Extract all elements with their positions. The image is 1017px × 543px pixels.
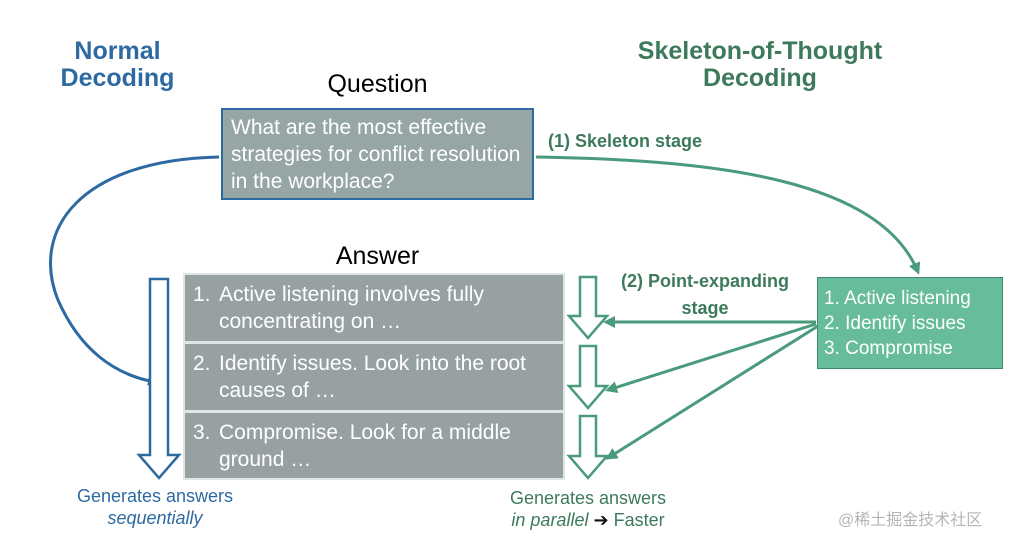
parallel-down-arrow-2 <box>566 344 610 410</box>
skeleton-stage-curve-arrow <box>535 155 921 275</box>
sot-caption-line2: in parallel ➔ Faster <box>478 509 698 531</box>
sot-caption-line1: Generates answers <box>509 488 667 508</box>
skeleton-item-3: 3. Compromise <box>824 338 953 359</box>
normal-decoding-curve-arrow <box>49 155 220 386</box>
skeleton-stage-label: (1) Skeleton stage <box>548 131 703 151</box>
parallel-down-arrow-3 <box>566 414 610 480</box>
answer-row-text-cont: concentrating on … <box>219 310 402 333</box>
point-stage-line2: stage <box>681 298 729 318</box>
parallel-down-arrow-1 <box>566 275 610 340</box>
arrow-right-icon: ➔ <box>593 510 609 530</box>
answer-row-text: Compromise. Look for a middle <box>219 421 511 444</box>
expand-arrow-3 <box>605 324 819 460</box>
answer-row-3: 3. Compromise. Look for a middle ground … <box>183 411 565 480</box>
normal-caption-line2: sequentially <box>107 508 203 528</box>
answer-row-1: 1. Active listening involves fully concen… <box>183 273 565 343</box>
answer-row-text-cont: causes of … <box>219 379 336 402</box>
answer-row-number: 1. <box>193 283 211 306</box>
answer-row-text: Identify issues. Look into the root <box>219 352 527 375</box>
normal-caption: Generates answers sequentially <box>55 485 255 529</box>
sot-title-line2: Decoding <box>703 64 817 92</box>
answer-row-text-cont: ground … <box>219 448 312 471</box>
sot-caption: Generates answers in parallel ➔ Faster <box>478 487 698 531</box>
answer-row-number: 3. <box>193 421 211 444</box>
normal-title-line1: Normal <box>74 37 161 65</box>
sot-decoding-title: Skeleton-of-Thought Decoding <box>610 38 910 92</box>
skeleton-item-2: 2. Identify issues <box>824 313 966 334</box>
skeleton-item-1: 1. Active listening <box>824 288 971 309</box>
sequential-down-arrow <box>136 277 182 480</box>
answer-box: 1. Active listening involves fully concen… <box>183 273 565 480</box>
question-label: Question <box>327 70 428 98</box>
point-expanding-stage-label: (2) Point-expanding stage <box>600 268 810 322</box>
answer-row-2: 2. Identify issues. Look into the root ca… <box>183 342 565 412</box>
faster-text: Faster <box>613 510 665 530</box>
expand-arrow-2 <box>605 322 817 393</box>
question-box: What are the most effective strategies f… <box>221 108 534 200</box>
parallel-text: in parallel <box>511 510 589 530</box>
answer-row-number: 2. <box>193 352 211 375</box>
answer-label: Answer <box>335 242 420 270</box>
normal-decoding-title: Normal Decoding <box>40 38 195 92</box>
normal-caption-line1: Generates answers <box>76 486 234 506</box>
watermark: @稀土掘金技术社区 <box>838 512 983 529</box>
answer-row-text: Active listening involves fully <box>219 283 484 306</box>
skeleton-box: 1. Active listening 2. Identify issues 3… <box>817 277 1003 369</box>
point-stage-line1: (2) Point-expanding <box>621 271 789 291</box>
normal-title-line2: Decoding <box>60 64 175 92</box>
sot-title-line1: Skeleton-of-Thought <box>637 37 883 65</box>
